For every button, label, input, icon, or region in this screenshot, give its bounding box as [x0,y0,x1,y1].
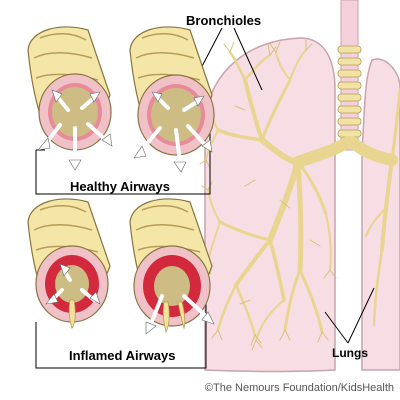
healthy-airway-tube-2 [129,26,215,156]
healthy-airways-label: Healthy Airways [70,179,170,194]
bronchial-tree-right [365,88,400,327]
inflamed-airway-arrowheads-1 [45,263,101,305]
healthy-airway-arrowheads-1 [37,89,113,171]
left-lung [204,37,336,373]
lungs-illustration [199,0,400,373]
inflamed-airway-tube-1 [27,198,111,329]
trachea-rings [337,45,362,138]
healthy-airway-arrowheads-2 [133,91,213,173]
lungs-pointer-lines [324,287,375,344]
lungs-label: Lungs [332,346,368,360]
bronchioles-label: Bronchioles [186,13,262,28]
copyright-credit: ©The Nemours Foundation/KidsHealth [204,382,394,394]
bronchial-tree [205,49,332,341]
inflamed-airway-arrowheads-2 [145,311,215,335]
inflamed-airways-label: Inflamed Airways [69,348,176,363]
inflamed-airway-arrows-2 [148,294,210,328]
bronchi [292,136,398,168]
inflamed-airway-tube-2 [129,198,213,334]
